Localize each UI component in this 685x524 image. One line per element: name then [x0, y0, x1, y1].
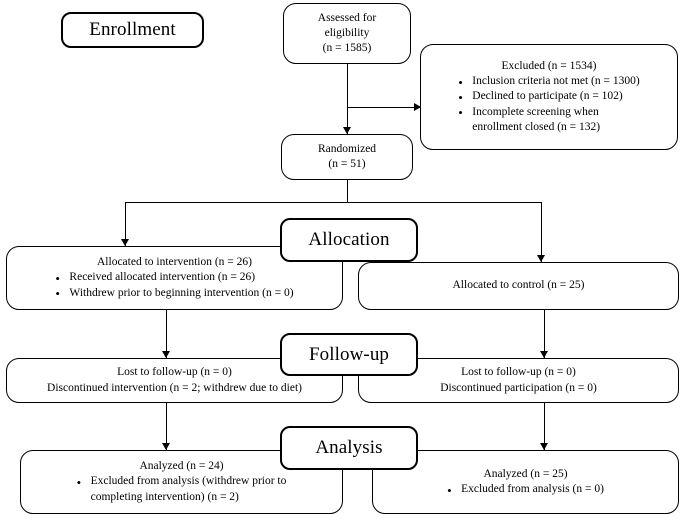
excluded-item-3: Incomplete screening when [472, 105, 599, 118]
arrowhead-allocation-to-followup-control [539, 351, 548, 358]
list-item: Withdrew prior to beginning intervention… [55, 285, 294, 303]
connector-randomized-to-intervention [125, 202, 126, 246]
analysis-control-bullet-list: Excluded from analysis (n = 0) [447, 481, 604, 499]
list-item: Excluded from analysis (n = 0) [447, 481, 604, 499]
connector-allocation-to-followup-control [544, 310, 545, 358]
list-item: Incomplete screening when enrollment clo… [458, 104, 639, 136]
node-followup-intervention: Lost to follow-up (n = 0) Discontinued i… [6, 358, 343, 403]
arrowhead-randomized-to-control [536, 255, 545, 262]
stage-label-enrollment: Enrollment [61, 12, 204, 48]
randomized-line-2: (n = 51) [328, 158, 366, 170]
stage-label-enrollment-text: Enrollment [89, 19, 176, 41]
connector-allocation-to-followup-intervention [166, 310, 167, 358]
excluded-item-1: Inclusion criteria not met (n = 1300) [472, 75, 640, 88]
stage-label-followup: Follow-up [280, 333, 418, 376]
assessed-line-3: (n = 1585) [322, 42, 372, 55]
stage-label-allocation: Allocation [280, 218, 418, 262]
node-excluded: Excluded (n = 1534) Inclusion criteria n… [420, 44, 678, 150]
list-item: Inclusion criteria not met (n = 1300) [458, 74, 640, 92]
randomized-line-1: Randomized [317, 142, 377, 155]
stage-label-analysis: Analysis [280, 426, 418, 470]
analysis-control-heading: Analyzed (n = 25) [483, 467, 568, 480]
arrowhead-assessed-to-randomized [342, 127, 351, 134]
excluded-heading: Excluded (n = 1534) [501, 59, 597, 72]
arrowhead-to-excluded [414, 102, 421, 111]
list-item: Received allocated intervention (n = 26) [55, 270, 293, 288]
assessed-line-2: eligibility [324, 26, 370, 39]
node-followup-control: Lost to follow-up (n = 0) Discontinued p… [358, 358, 679, 403]
analysis-intervention-item-1-cont: completing intervention) (n = 2) [90, 490, 239, 503]
followup-control-line-2: Discontinued participation (n = 0) [440, 381, 597, 394]
node-assessed-for-eligibility: Assessed for eligibility (n = 1585) [283, 3, 411, 64]
analysis-control-item-1: Excluded from analysis (n = 0) [461, 483, 604, 495]
connector-followup-to-analysis-intervention [166, 403, 167, 450]
excluded-bullet-list: Inclusion criteria not met (n = 1300) De… [458, 74, 639, 135]
arrowhead-followup-to-analysis-control [539, 443, 548, 450]
arrowhead-allocation-to-followup-intervention [161, 351, 170, 358]
stage-label-followup-text: Follow-up [308, 343, 390, 365]
connector-followup-to-analysis-control [544, 403, 545, 450]
connector-randomized-split [125, 202, 541, 203]
connector-randomized-down [347, 179, 348, 203]
assessed-line-1: Assessed for [317, 11, 377, 24]
arrowhead-followup-to-analysis-intervention [161, 443, 170, 450]
connector-randomized-to-control [541, 202, 542, 262]
allocation-intervention-item-2: Withdrew prior to beginning intervention… [69, 286, 294, 299]
connector-assessed-to-randomized [347, 63, 348, 134]
analysis-intervention-bullet-list: Excluded from analysis (withdrew prior t… [77, 474, 287, 505]
node-allocated-to-control: Allocated to control (n = 25) [358, 262, 679, 310]
followup-intervention-line-2: Discontinued intervention (n = 2; withdr… [47, 381, 302, 394]
allocation-intervention-bullet-list: Received allocated intervention (n = 26)… [55, 270, 294, 303]
followup-intervention-line-1: Lost to follow-up (n = 0) [117, 366, 232, 379]
stage-label-analysis-text: Analysis [315, 437, 383, 459]
followup-control-line-1: Lost to follow-up (n = 0) [461, 366, 576, 379]
allocation-control-heading: Allocated to control (n = 25) [452, 279, 585, 292]
node-randomized: Randomized (n = 51) [281, 134, 413, 180]
analysis-intervention-heading: Analyzed (n = 24) [139, 460, 224, 473]
excluded-item-2: Declined to participate (n = 102) [472, 90, 623, 103]
analysis-intervention-item-1: Excluded from analysis (withdrew prior t… [90, 475, 287, 488]
list-item: Excluded from analysis (withdrew prior t… [77, 474, 287, 505]
list-item: Declined to participate (n = 102) [458, 89, 639, 107]
arrowhead-randomized-to-intervention [120, 239, 129, 246]
node-analysis-control: Analyzed (n = 25) Excluded from analysis… [372, 450, 679, 514]
connector-to-excluded [347, 107, 420, 108]
allocation-intervention-item-1: Received allocated intervention (n = 26) [69, 271, 256, 284]
stage-label-allocation-text: Allocation [308, 229, 390, 251]
excluded-item-3-cont: enrollment closed (n = 132) [472, 120, 601, 133]
allocation-intervention-heading: Allocated to intervention (n = 26) [97, 256, 252, 269]
